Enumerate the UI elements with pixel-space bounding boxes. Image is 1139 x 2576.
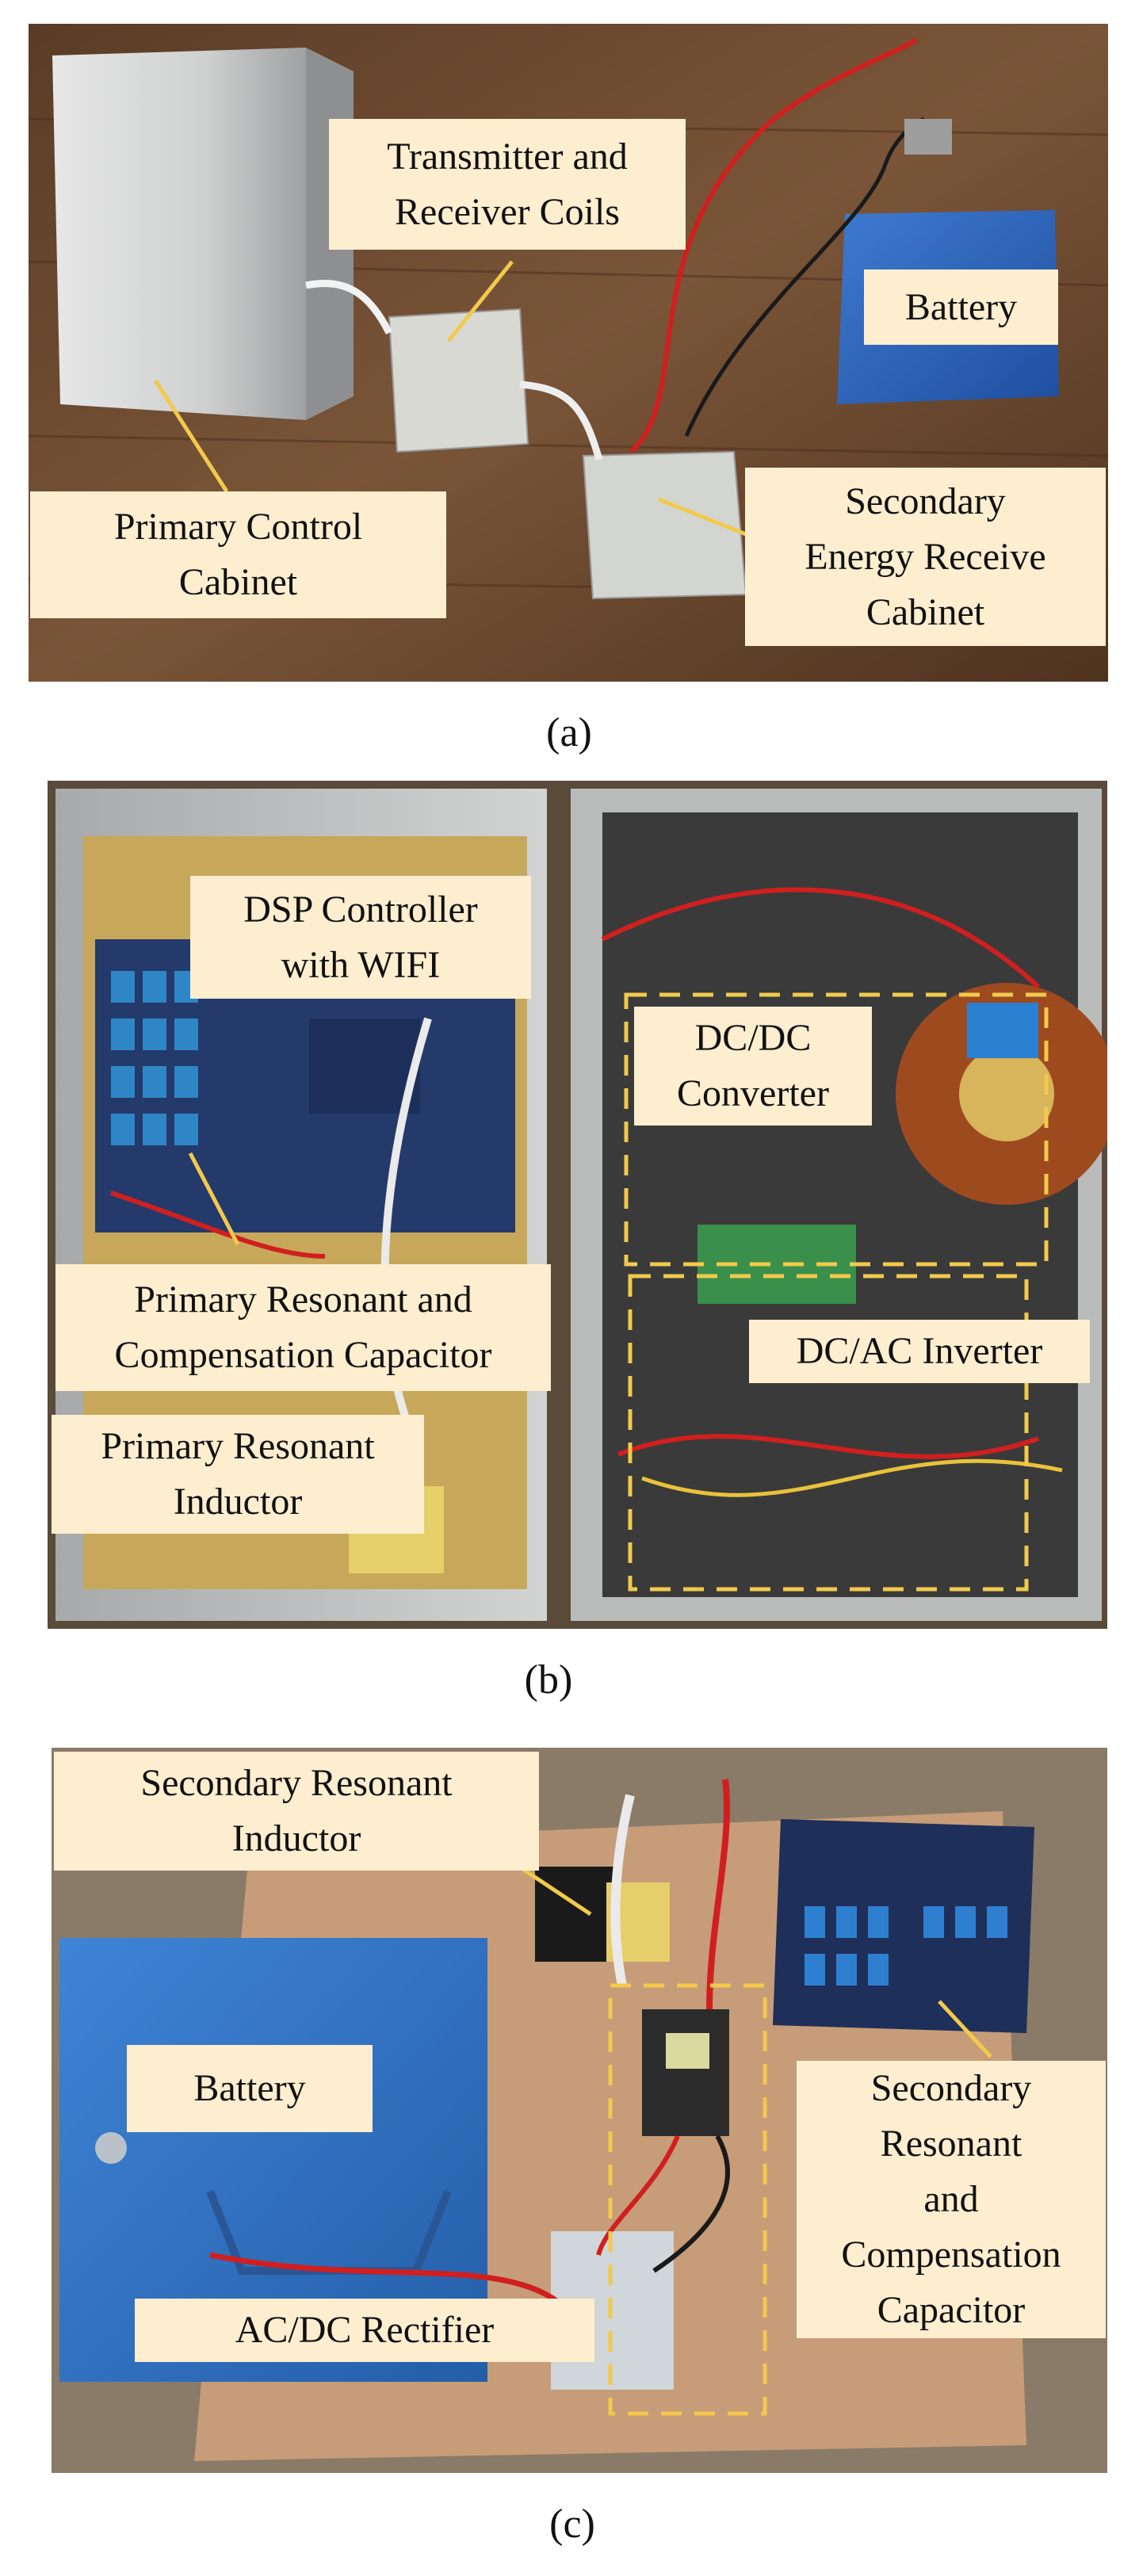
dcdc-dashed-box (624, 992, 1049, 1267)
label-battery-c: Battery (127, 2045, 373, 2132)
secondary-inductor-shape (535, 1867, 614, 1962)
label-primary-resonant-capacitor: Primary Resonant and Compensation Capaci… (55, 1264, 551, 1391)
caption-a: (a) (546, 710, 592, 755)
photo-b-scene (48, 781, 1107, 1629)
label-transmitter-receiver-coils: Transmitter and Receiver Coils (329, 119, 686, 250)
caption-c: (c) (549, 2501, 595, 2547)
label-dcdc-converter: DC/DC Converter (634, 1007, 872, 1126)
label-primary-resonant-inductor: Primary Resonant Inductor (52, 1415, 424, 1534)
label-secondary-resonant-capacitor: Secondary Resonant and Compensation Capa… (797, 2061, 1106, 2338)
label-battery-a: Battery (864, 269, 1058, 345)
primary-cabinet-shape (52, 48, 306, 420)
label-dcac-inverter: DC/AC Inverter (749, 1320, 1090, 1383)
dcac-dashed-box (628, 1274, 1029, 1592)
photo-panel-b (48, 781, 1107, 1629)
label-acdc-rectifier: AC/DC Rectifier (135, 2299, 594, 2362)
label-primary-control-cabinet: Primary Control Cabinet (30, 491, 446, 618)
label-secondary-energy-receive-cabinet: Secondary Energy Receive Cabinet (745, 468, 1106, 646)
rectifier-dashed-box (608, 1983, 767, 2416)
coil-plate-shape (388, 308, 529, 453)
label-secondary-resonant-inductor: Secondary Resonant Inductor (54, 1752, 539, 1871)
label-dsp-controller: DSP Controller with WIFI (190, 876, 531, 999)
caption-b: (b) (524, 1657, 573, 1703)
